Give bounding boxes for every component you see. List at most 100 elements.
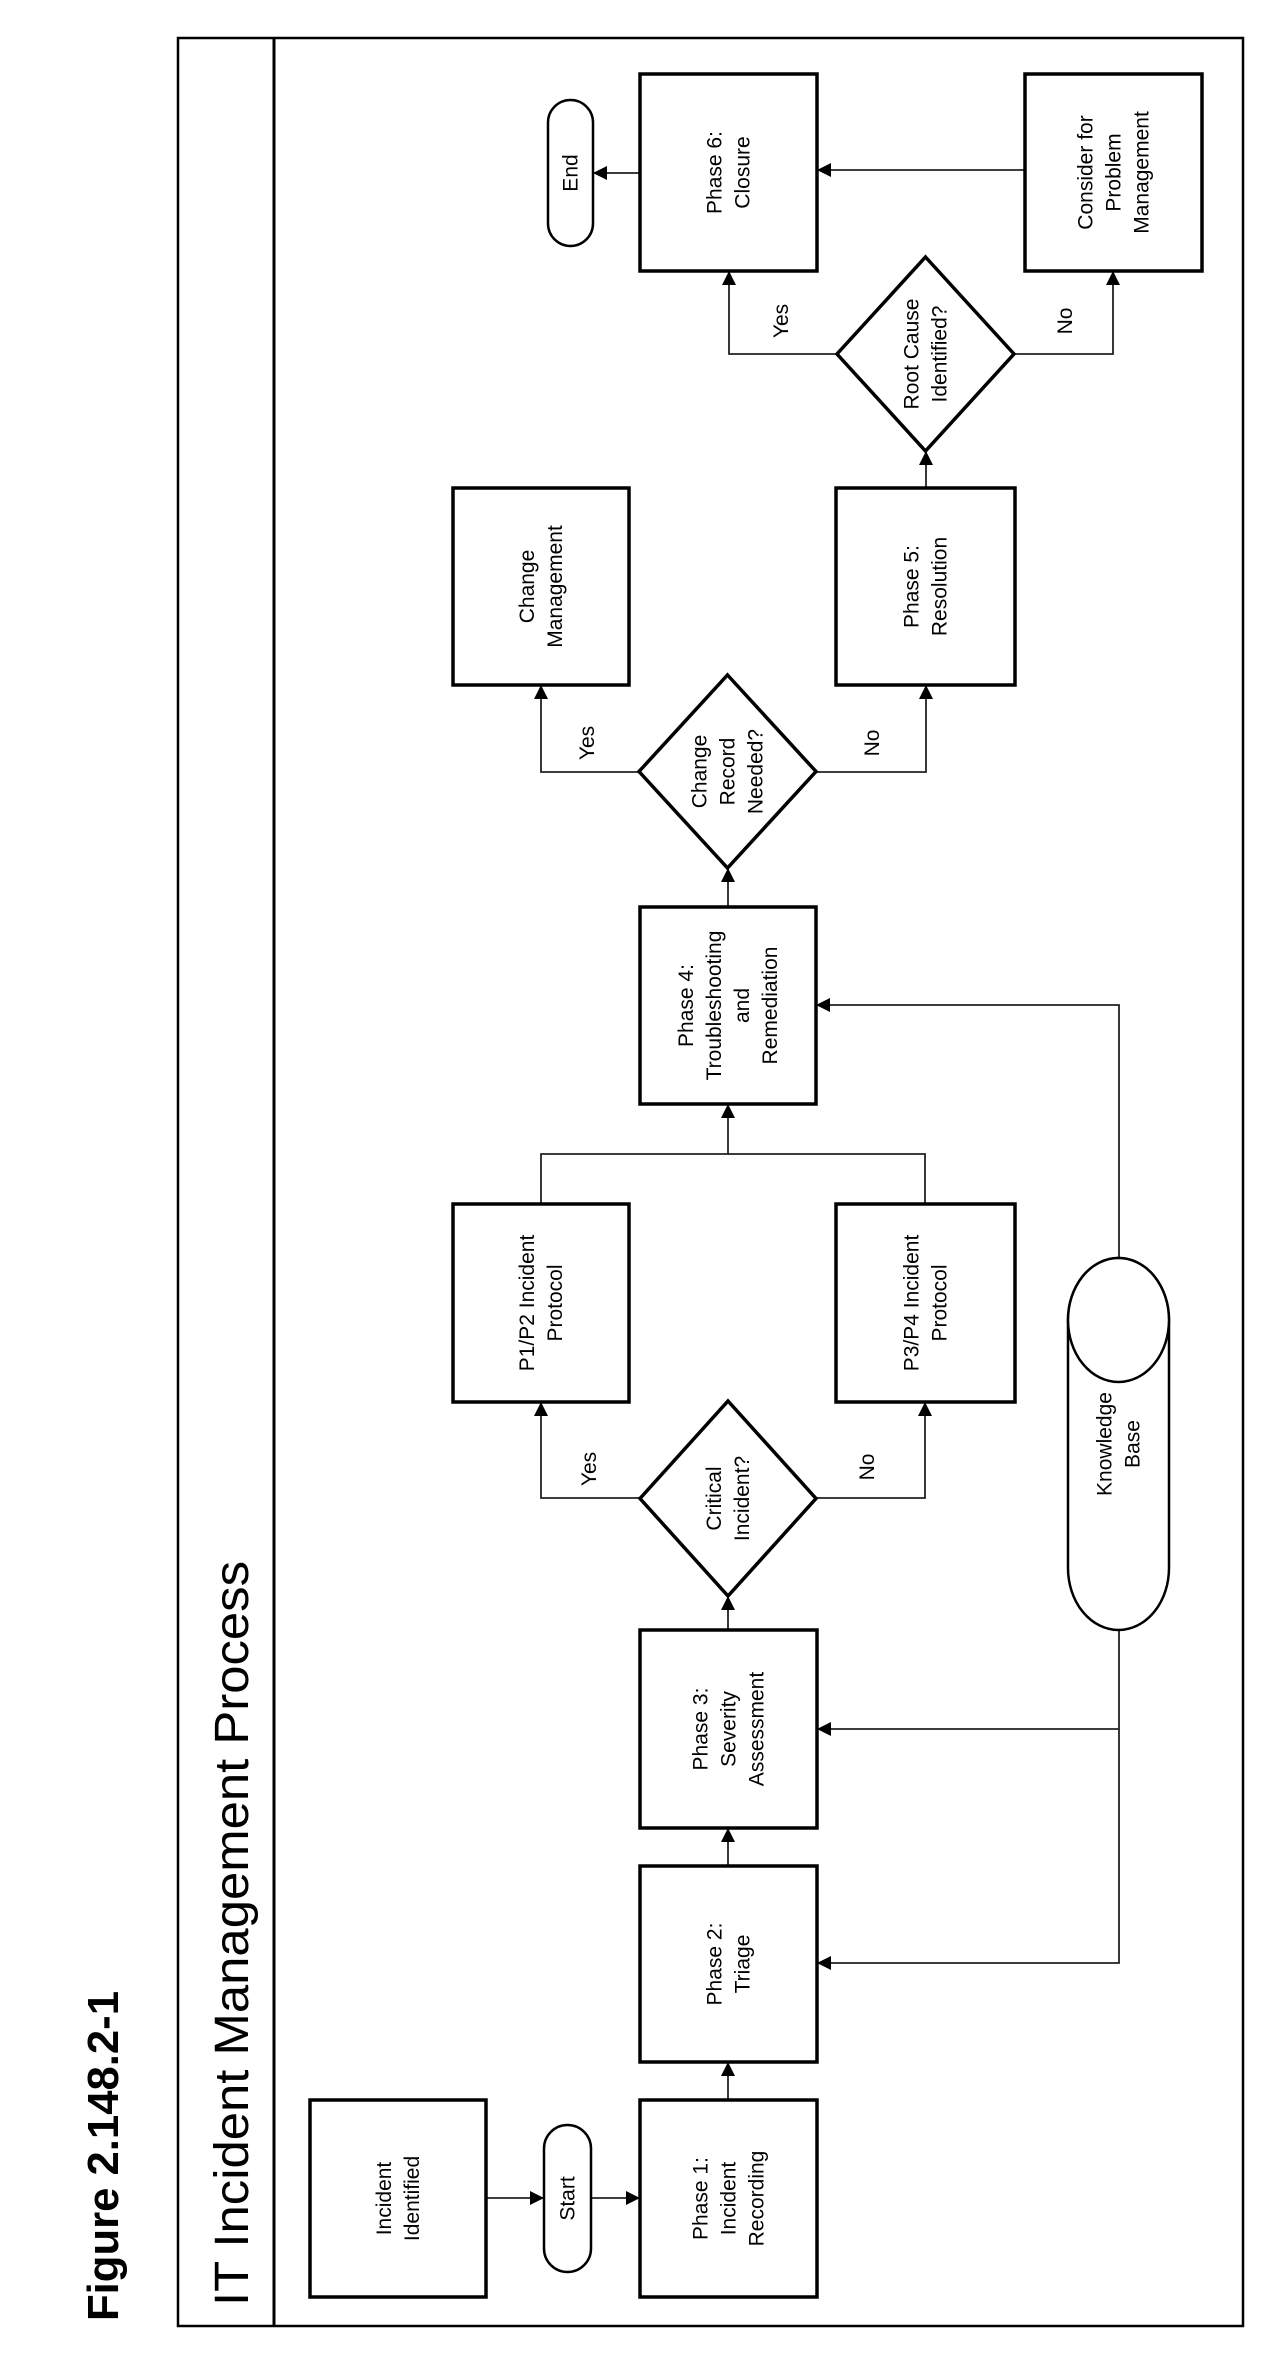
node-label-line: and [731, 988, 754, 1023]
node-label-line: Closure [732, 136, 755, 208]
node-label-line: Phase 2: [704, 1923, 727, 2006]
edge-label-no: No [1054, 308, 1077, 335]
decision-diamond [637, 1398, 819, 1599]
figure-label: Figure 2.148.2-1 [79, 1991, 128, 2321]
connectors [486, 163, 1120, 2205]
node-phase2: Phase 2:Triage [638, 1864, 819, 2064]
decision-diamond [834, 254, 1017, 454]
node-label-line: Recording [746, 2151, 769, 2247]
node-label-line: Incident [373, 2162, 396, 2236]
decision-diamond [636, 672, 819, 871]
diagram-title: IT Incident Management Process [206, 1561, 259, 2306]
process-box [638, 905, 818, 1106]
node-label-line: Triage [732, 1935, 755, 1994]
node-label-line: Incident? [731, 1456, 754, 1541]
node-label: Phase 5:Resolution [901, 537, 952, 636]
node-label: Phase 2:Triage [704, 1923, 755, 2006]
edge-label-yes: Yes [578, 1452, 601, 1486]
node-label-line: Resolution [929, 537, 952, 636]
process-box [308, 2098, 488, 2299]
node-label-line: Phase 3: [690, 1688, 713, 1771]
node-label: Start [557, 2176, 580, 2221]
node-label-line: Change [516, 550, 539, 624]
node-phase6: Phase 6:Closure [638, 72, 819, 273]
process-box [638, 72, 819, 273]
edge-label-yes: Yes [770, 304, 793, 338]
node-label-line: Knowledge [1094, 1392, 1117, 1496]
node-label-line: End [560, 154, 583, 191]
node-label-line: Incident [718, 2162, 741, 2236]
terminal-shape [546, 98, 595, 248]
node-label-line: Remediation [759, 947, 782, 1065]
edge-label-yes: Yes [576, 726, 599, 760]
node-label-line: Management [544, 525, 567, 648]
node-label-line: Protocol [544, 1264, 567, 1341]
node-label-line: Phase 1: [690, 2157, 713, 2240]
process-box [638, 1864, 819, 2064]
process-box [451, 486, 631, 687]
node-label-line: Phase 5: [901, 545, 924, 628]
terminal-shape [542, 2123, 593, 2274]
node-label-line: Troubleshooting [703, 931, 726, 1081]
process-box [834, 486, 1017, 687]
node-phase5: Phase 5:Resolution [834, 486, 1017, 687]
node-label: End [560, 154, 583, 191]
node-label-line: P3/P4 Incident [901, 1235, 924, 1372]
node-label-line: Start [557, 2176, 580, 2221]
process-box [638, 1628, 819, 1830]
connector-critical-to-p1p2 [534, 1402, 640, 1499]
edge-label-no: No [861, 730, 884, 757]
connector-p1p2-to-phase4 [540, 1104, 735, 1204]
node-label-line: P1/P2 Incident [516, 1235, 539, 1372]
node-label: Phase 6:Closure [704, 131, 755, 214]
connector-p3p4-to-phase4 [728, 1153, 926, 1204]
node-label-line: Consider for [1075, 115, 1098, 229]
process-box [451, 1202, 631, 1404]
diagram-frame [176, 36, 1245, 2328]
node-label-line: Severity [718, 1691, 741, 1767]
process-box [1023, 72, 1204, 273]
node-label-line: Identified [401, 2156, 424, 2241]
connector-root-cause-to-problem-mgmt [1014, 271, 1120, 355]
node-label-line: Problem [1103, 133, 1126, 211]
edge-label-no: No [856, 1454, 879, 1481]
node-label-line: Record [717, 738, 740, 806]
connector-knowledge-base-to-phase2 [817, 1630, 1120, 1970]
node-label-line: Phase 6: [704, 131, 727, 214]
node-label-line: Base [1122, 1420, 1145, 1468]
connector-knowledge-base-to-phase4 [816, 998, 1120, 1258]
node-label-line: Management [1131, 111, 1154, 234]
node-label-line: Protocol [929, 1264, 952, 1341]
node-label-line: Needed? [745, 729, 768, 814]
process-box [638, 2098, 819, 2299]
node-label-line: Assessment [746, 1672, 769, 1787]
node-start: Start [542, 2123, 593, 2274]
process-box [834, 1202, 1017, 1404]
connector-root-cause-to-phase6 [722, 271, 837, 355]
connector-critical-to-p3p4 [816, 1402, 932, 1499]
database-cylinder-top [1066, 1256, 1171, 1384]
